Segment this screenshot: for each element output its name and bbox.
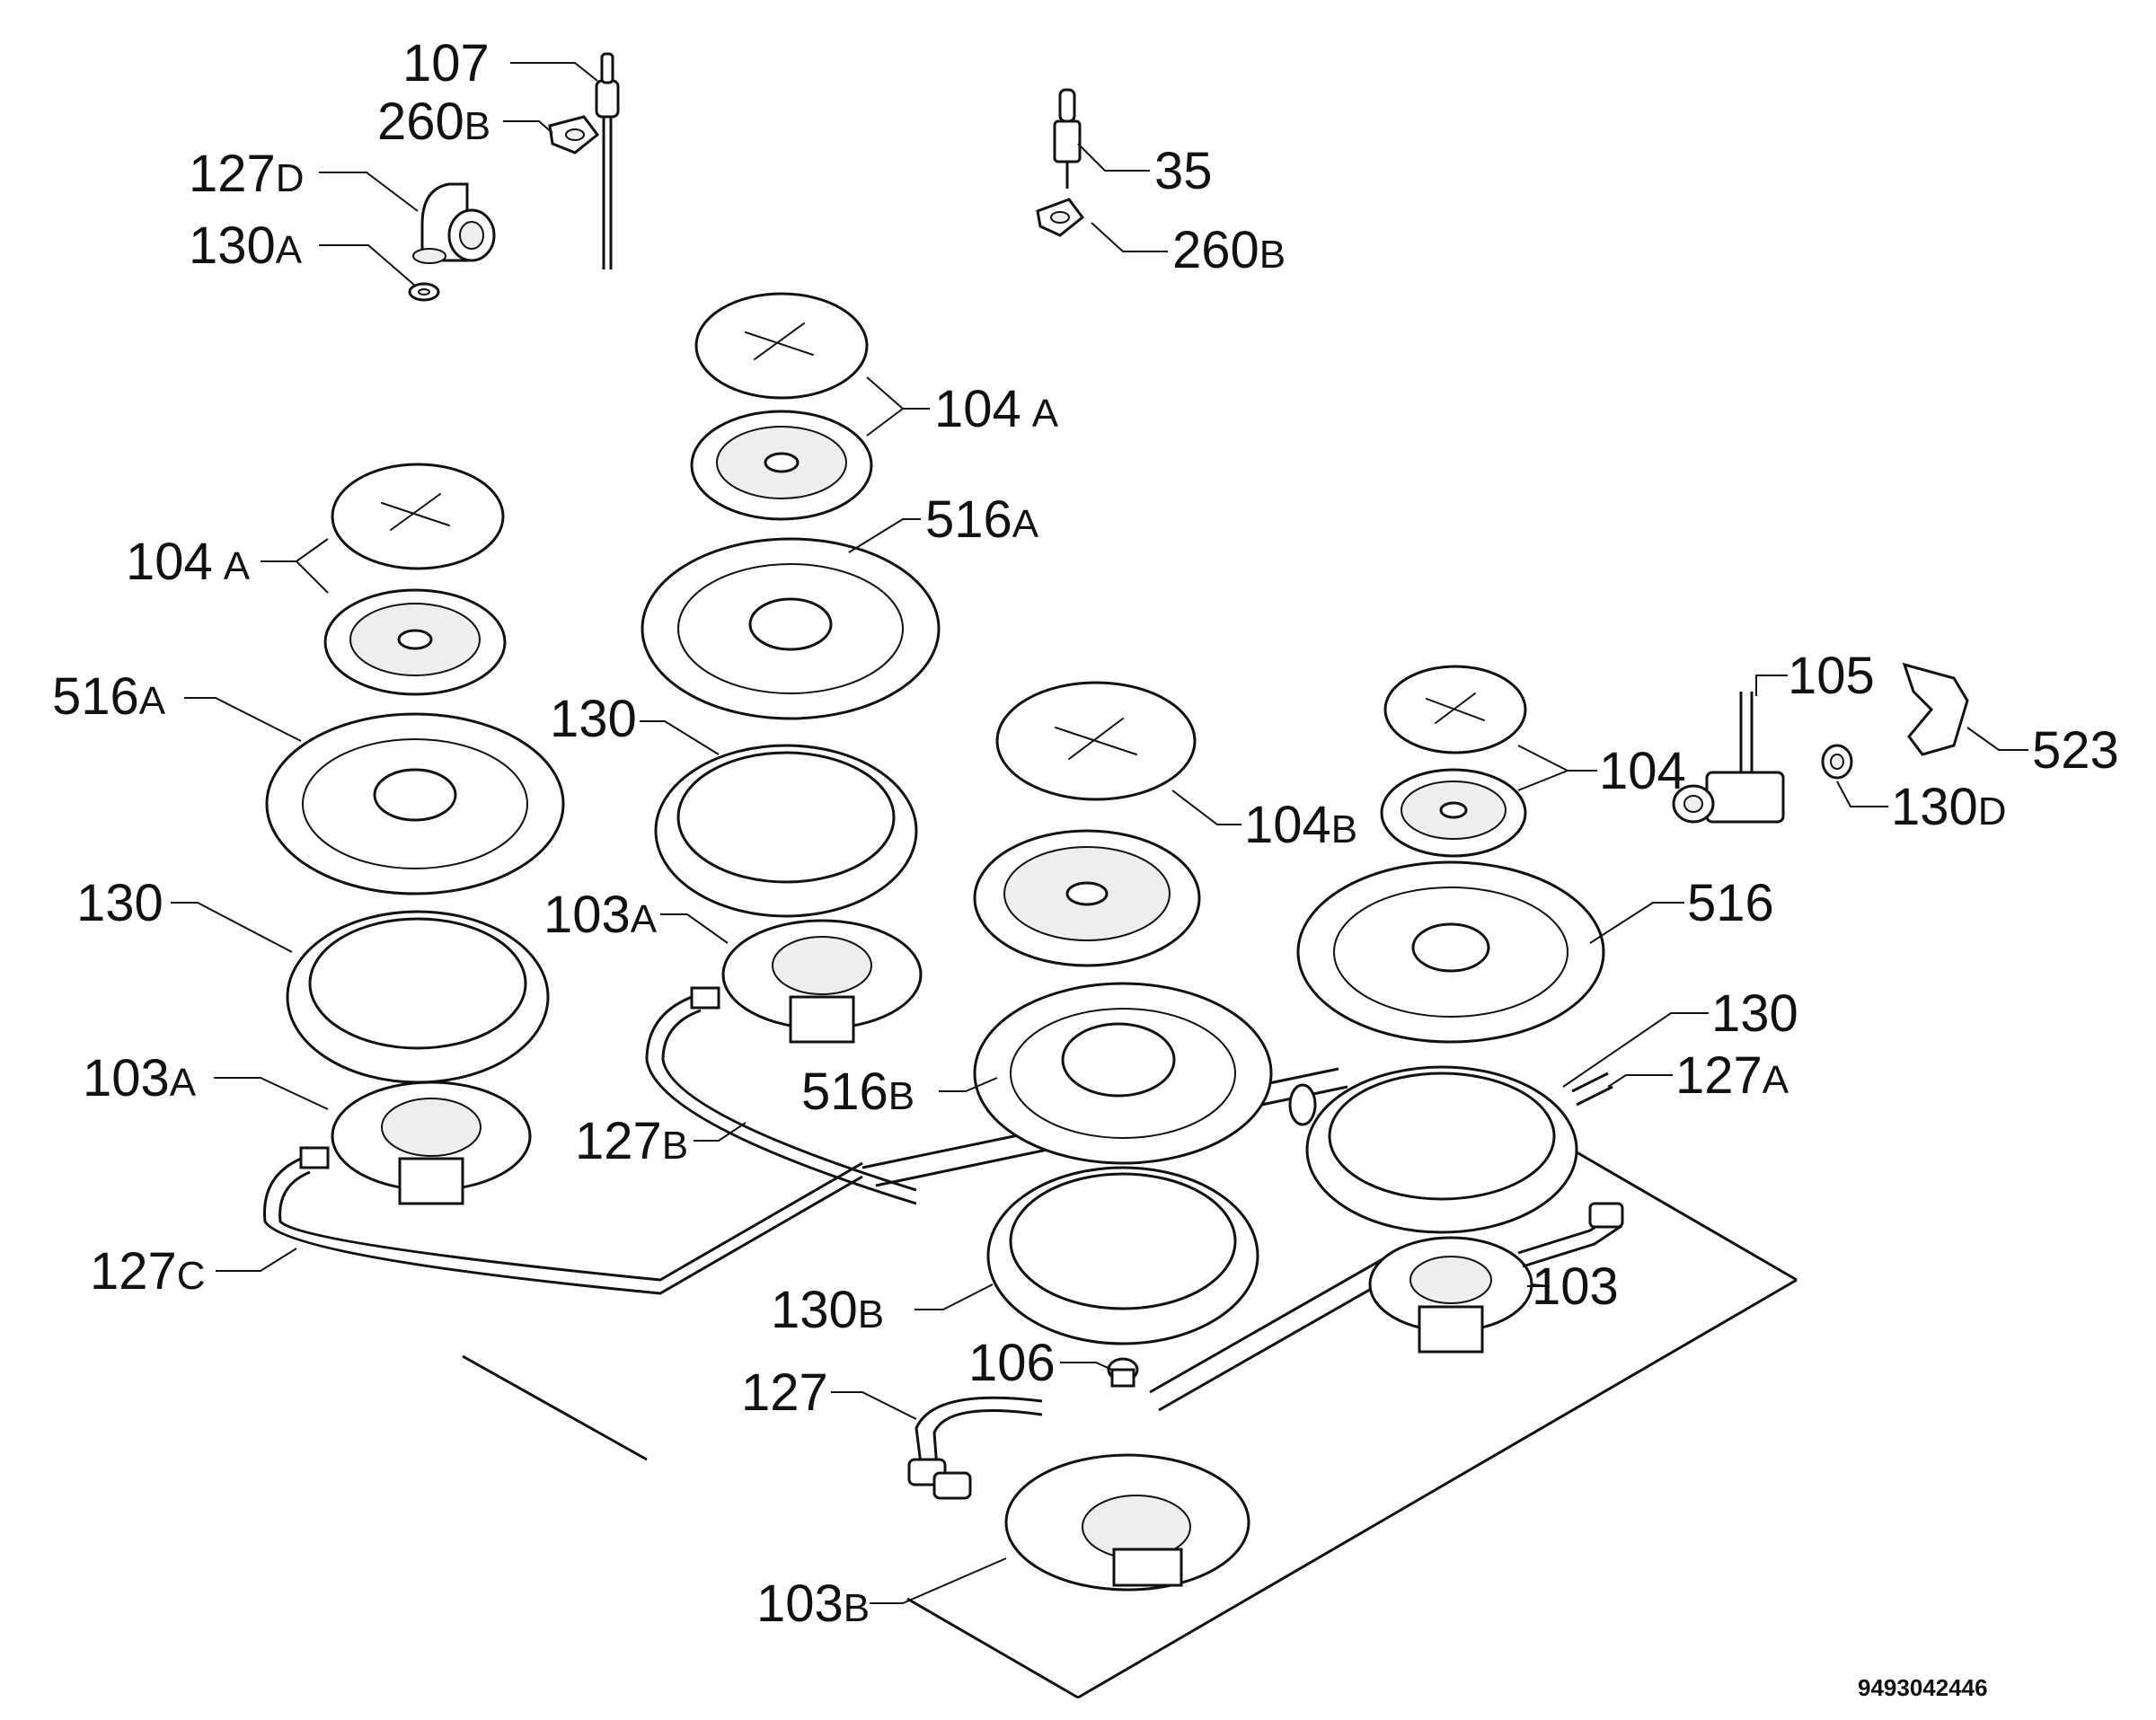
hob-outline: [462, 1148, 1798, 1699]
callout-103a-mid: 103A: [543, 886, 658, 944]
burner-cap-104: [1383, 665, 1527, 754]
elbow-connector-127d: [412, 182, 496, 264]
burner-cap-104a-mid: [694, 292, 869, 400]
seal-ring-130-left: [286, 910, 550, 1084]
burner-body-103b: [1004, 1453, 1250, 1592]
callout-104: 104: [1599, 742, 1686, 800]
callout-127c: 127C: [90, 1242, 206, 1301]
document-number: 9493042446: [1858, 1674, 1988, 1701]
gas-pipe-127a: [1517, 1072, 1624, 1268]
burner-body-103: [1368, 1236, 1533, 1354]
callout-35: 35: [1154, 142, 1213, 200]
thermocouple-107: [595, 52, 620, 269]
callout-106: 106: [968, 1334, 1056, 1392]
burner-body-103a-left: [331, 1081, 532, 1205]
flame-spreader-104a-left: [323, 588, 507, 696]
callout-127d: 127D: [189, 145, 305, 203]
burner-cap-104a-left: [331, 463, 505, 570]
callout-260b-top: 260B: [377, 93, 490, 151]
washer-130d: [1821, 744, 1853, 780]
callout-127: 127: [741, 1363, 828, 1422]
injector-106: [1107, 1357, 1139, 1388]
flame-spreader-104: [1380, 768, 1527, 858]
gas-pipe-127b: [645, 986, 917, 1205]
enamel-ring-516a-mid: [641, 537, 941, 720]
callout-105: 105: [1788, 647, 1875, 705]
callout-103a-left: 103A: [83, 1049, 197, 1107]
burner-cap-104b: [995, 681, 1197, 801]
gas-pipe-127: [907, 1396, 1043, 1500]
seal-ring-130b: [986, 1166, 1259, 1345]
spark-plug-35: [1053, 88, 1082, 189]
callout-516a-left: 516A: [52, 667, 166, 726]
callout-130-mid: 130: [550, 690, 637, 748]
washer-130a: [408, 282, 440, 302]
enamel-ring-516: [1296, 860, 1605, 1044]
callout-516: 516: [1687, 874, 1774, 932]
gas-tap-105: [1672, 692, 1785, 824]
callout-523: 523: [2032, 721, 2119, 780]
seal-ring-130-mid: [654, 744, 918, 918]
callout-130-right: 130: [1711, 984, 1798, 1043]
enamel-ring-516b: [973, 982, 1273, 1165]
bracket-523: [1902, 662, 1969, 756]
flame-spreader-104b: [973, 829, 1201, 967]
leader-lines: [171, 62, 2028, 1604]
callout-127b: 127B: [575, 1112, 688, 1170]
enamel-ring-516a-left: [265, 712, 565, 895]
callout-130d: 130D: [1891, 778, 2007, 836]
burner-body-103a-mid: [721, 919, 923, 1044]
flame-spreader-104a-mid: [690, 410, 873, 521]
callout-104b: 104B: [1244, 796, 1357, 854]
callout-127a: 127A: [1675, 1046, 1789, 1105]
callout-107: 107: [402, 34, 490, 93]
clip-260b-right: [1036, 198, 1085, 237]
callout-516b: 516B: [801, 1063, 915, 1121]
callout-516a-mid: 516A: [925, 490, 1039, 549]
callout-130a: 130A: [189, 216, 303, 275]
callout-130b: 130B: [771, 1281, 884, 1339]
gas-pipe-127c: [263, 1146, 863, 1295]
callout-103b: 103B: [756, 1574, 870, 1633]
callout-130-left: 130: [76, 874, 163, 932]
callout-260b-right: 260B: [1172, 221, 1286, 279]
seal-ring-130-right: [1305, 1065, 1578, 1234]
callout-103: 103: [1532, 1257, 1619, 1316]
clip-260b-top: [548, 115, 600, 154]
